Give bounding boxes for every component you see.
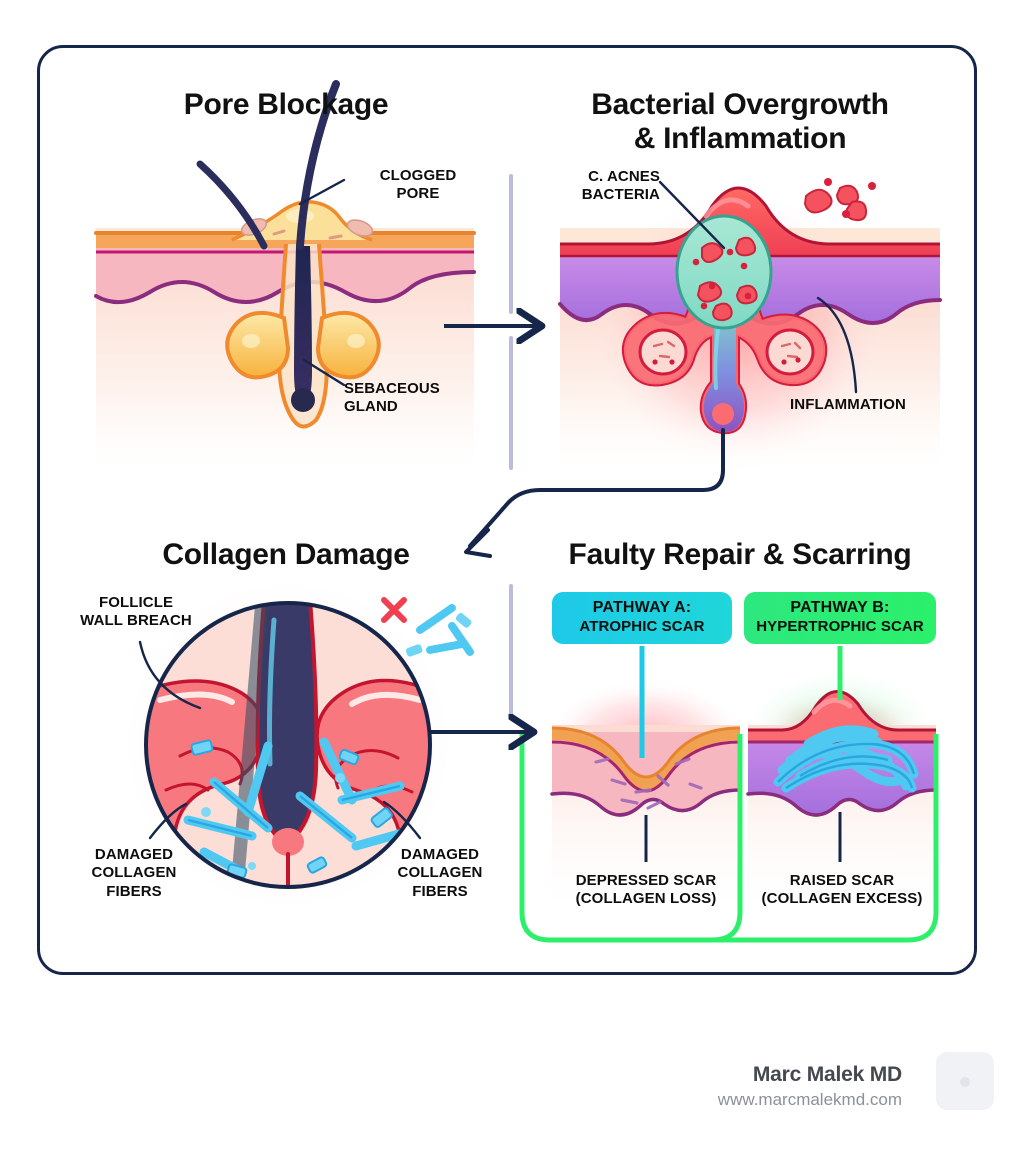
- badge-pathway-b[interactable]: PATHWAY B: HYPERTROPHIC SCAR: [744, 592, 936, 644]
- footer-logo-placeholder: ●: [936, 1052, 994, 1110]
- badge-pathway-b-line-2: HYPERTROPHIC SCAR: [756, 617, 924, 635]
- panel-title-faulty-repair: Faulty Repair & Scarring: [568, 538, 912, 571]
- caption-raised-scar-line-2: (COLLAGEN EXCESS): [761, 890, 923, 908]
- caption-depressed-scar-line-2: (COLLAGEN LOSS): [575, 890, 717, 908]
- footer-website: www.marcmalekmd.com: [717, 1090, 902, 1109]
- caption-depressed-scar-line-1: DEPRESSED SCAR: [575, 872, 717, 889]
- footer-author-name: Marc Malek MD: [752, 1063, 902, 1086]
- badge-pathway-a-line-2: ATROPHIC SCAR: [579, 617, 705, 635]
- badge-pathway-a[interactable]: PATHWAY A: ATROPHIC SCAR: [552, 592, 732, 644]
- panel-title-bacterial-overgrowth: Bacterial Overgrowth & Inflammation: [540, 88, 940, 155]
- diagram-frame: [37, 45, 977, 975]
- caption-raised-scar-line-1: RAISED SCAR: [789, 872, 895, 889]
- panel-title-line-2: & Inflammation: [633, 121, 847, 155]
- caption-depressed-scar: DEPRESSED SCAR (COLLAGEN LOSS): [552, 872, 740, 909]
- badge-pathway-b-line-1: PATHWAY B:: [790, 599, 890, 616]
- panel-title-line-1: Bacterial Overgrowth: [591, 88, 889, 121]
- badge-pathway-a-line-1: PATHWAY A:: [592, 599, 692, 616]
- avatar-placeholder-icon: ●: [958, 1067, 972, 1094]
- label-inflammation: INFLAMMATION: [790, 396, 906, 413]
- caption-raised-scar: RAISED SCAR (COLLAGEN EXCESS): [746, 872, 938, 909]
- panel-title-collagen-damage: Collagen Damage: [162, 538, 410, 571]
- panel-title-pore-blockage: Pore Blockage: [183, 88, 389, 121]
